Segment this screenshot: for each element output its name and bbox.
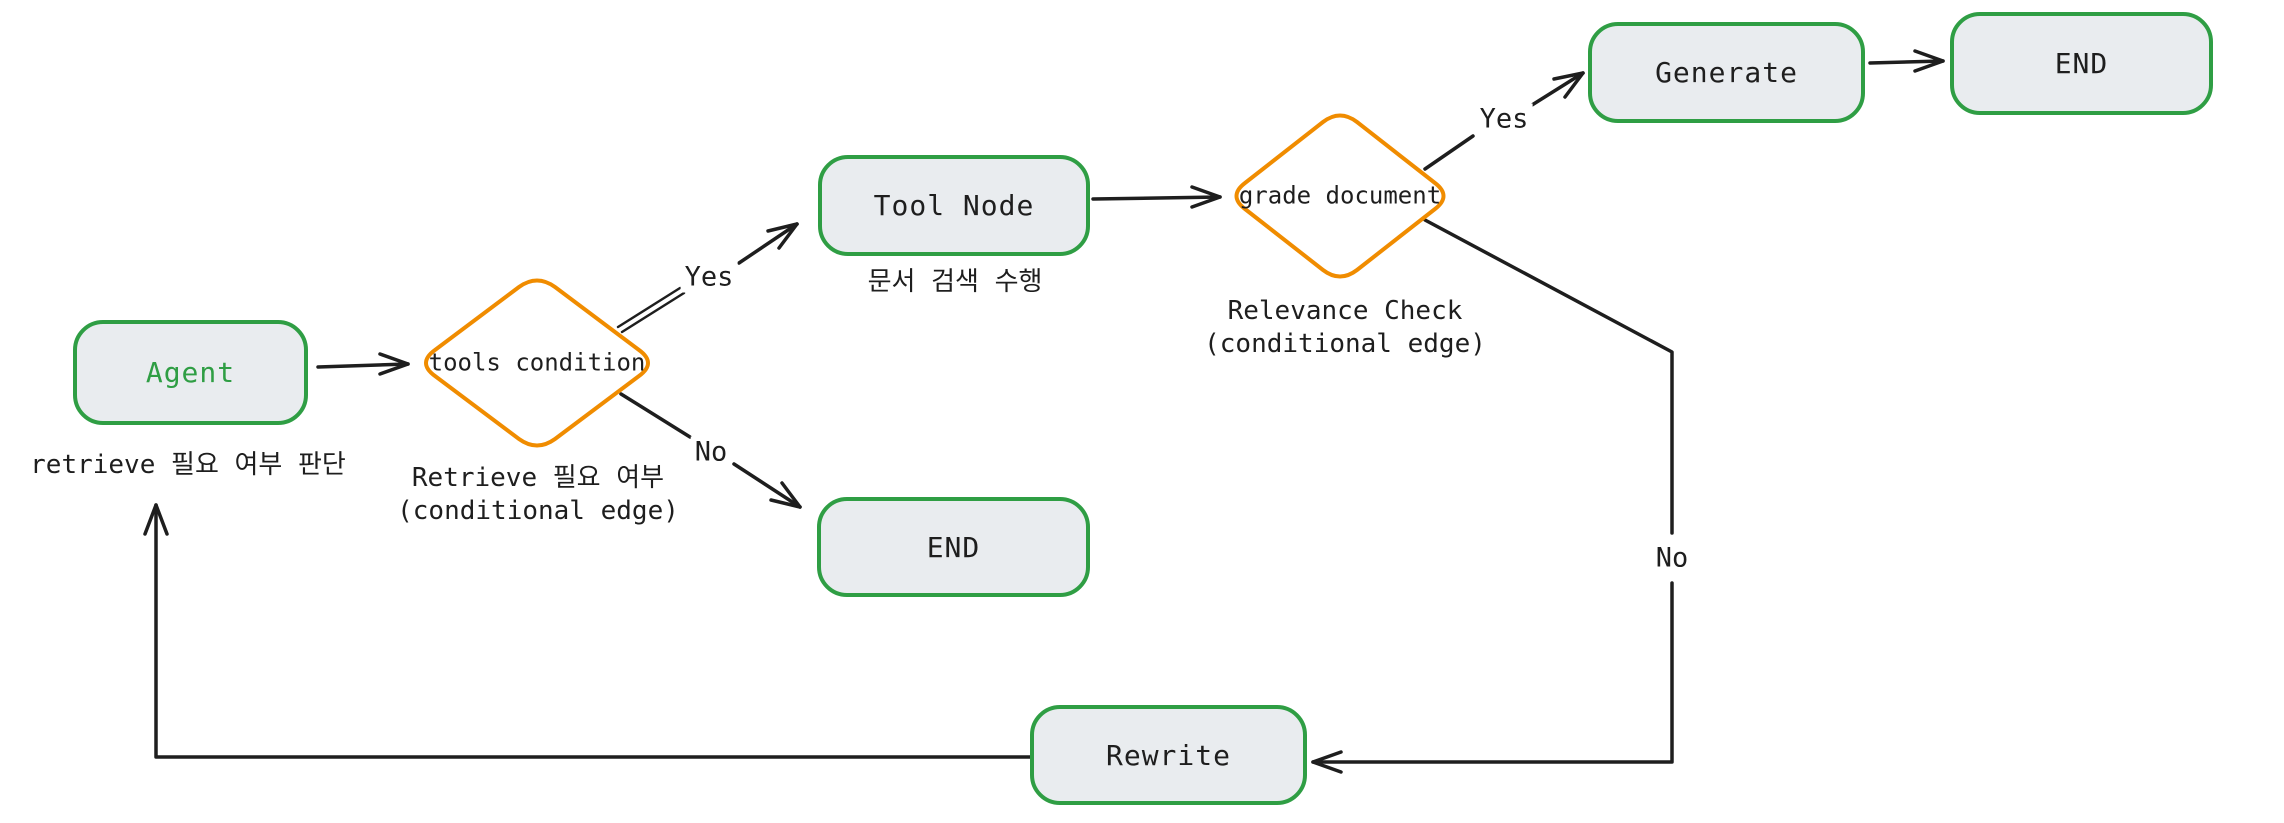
- note-agent: retrieve 필요 여부 판단: [30, 450, 346, 480]
- node-end-top[interactable]: END: [1950, 12, 2213, 115]
- edge-grade-document-no-to-rewrite: [1311, 218, 1674, 774]
- decision-grade-document[interactable]: [1234, 113, 1446, 279]
- note-grade-document: Relevance Check (conditional edge): [1204, 296, 1486, 359]
- edge-tool-node-to-grade-document: [1091, 185, 1222, 209]
- node-rewrite-label: Rewrite: [1105, 738, 1231, 772]
- edge-label-grade-yes: Yes: [1475, 103, 1533, 135]
- note-tools-condition: Retrieve 필요 여부 (conditional edge): [397, 463, 679, 526]
- note-tool-node: 문서 검색 수행: [867, 267, 1043, 297]
- edge-rewrite-to-agent: [143, 503, 1032, 759]
- edge-tools-condition-yes-to-tool-node: [616, 222, 799, 334]
- edge-label-tools-yes: Yes: [680, 261, 738, 293]
- edge-grade-document-yes-to-generate: [1423, 71, 1585, 171]
- decision-tools-condition[interactable]: [424, 278, 650, 448]
- node-agent[interactable]: Agent: [73, 320, 308, 425]
- node-end-top-label: END: [2054, 47, 2109, 80]
- node-end-middle[interactable]: END: [817, 497, 1090, 597]
- edge-label-tools-no: No: [690, 436, 732, 468]
- edge-label-grade-no: No: [1651, 542, 1693, 574]
- node-agent-label: Agent: [145, 356, 236, 389]
- node-generate[interactable]: Generate: [1588, 22, 1865, 123]
- edge-agent-to-tools-condition: [316, 352, 410, 376]
- decision-grade-document-label: grade document: [1238, 181, 1442, 210]
- node-tool-node-label: Tool Node: [873, 189, 1035, 222]
- node-rewrite[interactable]: Rewrite: [1030, 705, 1307, 805]
- edge-tools-condition-no-to-end: [619, 392, 802, 509]
- node-end-middle-label: END: [926, 530, 981, 564]
- node-tool-node[interactable]: Tool Node: [818, 155, 1090, 256]
- edge-generate-to-end: [1868, 49, 1945, 73]
- decision-tools-condition-label: tools condition: [428, 348, 646, 377]
- node-generate-label: Generate: [1655, 56, 1798, 89]
